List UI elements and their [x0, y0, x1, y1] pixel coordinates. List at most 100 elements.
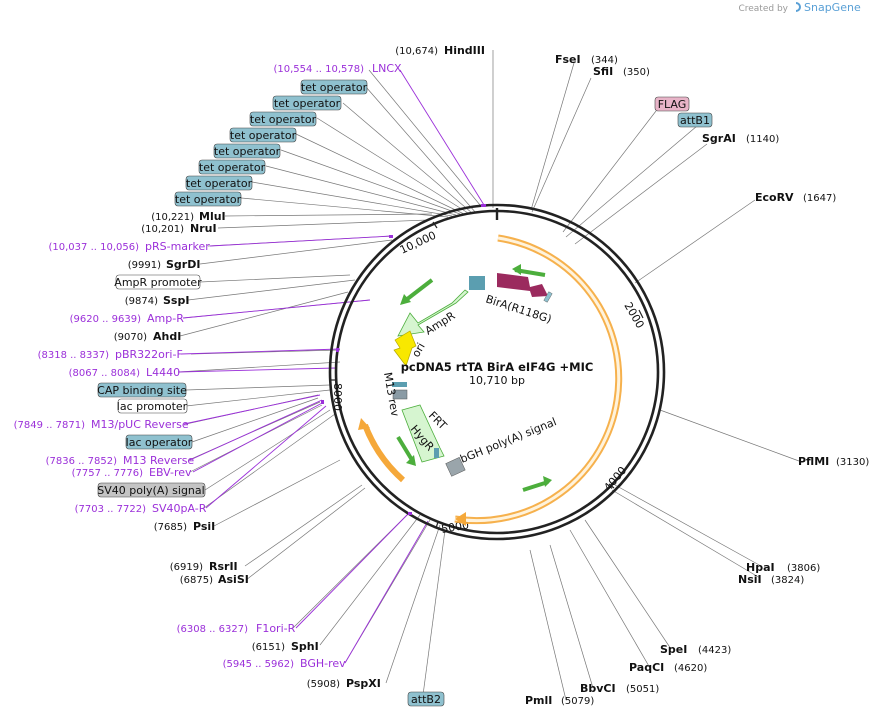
- frt-block: [434, 448, 439, 458]
- primer-pos: (7703 .. 7722): [75, 504, 147, 515]
- enzyme-pos: (6151): [252, 642, 285, 653]
- feature-box-label: tet operator: [175, 193, 242, 206]
- enzyme-sphi: SphI: [291, 640, 319, 653]
- enzyme-pos: (6919): [170, 562, 203, 573]
- green-arrow-bottom-head: [543, 476, 552, 487]
- enzyme-pos: (4423): [698, 645, 731, 656]
- feature-box: [213, 143, 281, 159]
- primer-amp-r: Amp-R: [147, 312, 184, 325]
- enzyme-pos: (1140): [746, 134, 779, 145]
- enzyme-pos: (5079): [561, 696, 594, 707]
- feature-box: [125, 434, 193, 450]
- feature-box-label: tet operator: [301, 81, 368, 94]
- ampr-label: AmpR: [423, 309, 458, 338]
- enzyme-pos: (6875): [180, 575, 213, 586]
- enzyme-ecorv: EcoRV: [755, 191, 794, 204]
- primer-pos: (5945 .. 5962): [223, 659, 295, 670]
- primer-mark: [408, 512, 412, 515]
- enzyme-pos: (9874): [125, 296, 158, 307]
- primer-pos: (8067 .. 8084): [69, 368, 141, 379]
- enzyme-pos: (3824): [771, 575, 804, 586]
- enzyme-sgrai: SgrAI: [702, 132, 736, 145]
- hygr-feature: [401, 404, 445, 463]
- enzyme-pos: (9070): [114, 332, 147, 343]
- primer-m13-reverse: M13 Reverse: [123, 454, 194, 467]
- primer-pos: (6308 .. 6327): [177, 624, 249, 635]
- feature-box: [117, 398, 188, 414]
- primer-pos: (7836 .. 7852): [46, 456, 118, 467]
- enzyme-pos: (350): [623, 67, 650, 78]
- primer-f1ori-r: F1ori-R: [256, 622, 296, 635]
- feature-box-label: CAP binding site: [97, 384, 187, 397]
- primer-sv40pa-r: SV40pA-R: [152, 502, 207, 515]
- feature-box: [115, 274, 201, 290]
- enzyme-hindiii: HindIII: [444, 44, 485, 57]
- green-arrow-left: [404, 278, 434, 302]
- orange-orf-arc-inner: [454, 236, 621, 523]
- primer-l4440: L4440: [146, 366, 180, 379]
- bira-label: BirA(R118G): [484, 292, 553, 326]
- green-arrow-top-head: [512, 264, 521, 275]
- small-feature-gray: [392, 389, 408, 400]
- enzyme-pos: (10,201): [141, 224, 184, 235]
- feature-box-label: SV40 poly(A) signal: [97, 484, 204, 497]
- enzyme-spei: SpeI: [660, 643, 687, 656]
- enzyme-bbvci: BbvCI: [580, 682, 616, 695]
- primer-pos: (8318 .. 8337): [38, 350, 110, 361]
- enzyme-sfii: SfiI: [593, 65, 613, 78]
- feature-box: [185, 175, 253, 191]
- primer-leader-lines: [177, 69, 485, 664]
- feature-box-label: AmpR promoter: [114, 276, 202, 289]
- enzyme-pos: (3806): [787, 563, 820, 574]
- primer-pbr322ori-f: pBR322ori-F: [115, 348, 183, 361]
- enzyme-paqci: PaqCI: [629, 661, 664, 674]
- bgh-polya-block: [445, 456, 466, 477]
- primer-lncx: LNCX: [372, 62, 402, 75]
- primer-mark: [481, 204, 486, 207]
- credit-text: Created by: [738, 4, 788, 14]
- enzyme-ahdi: AhdI: [153, 330, 181, 343]
- feature-box-label: tet operator: [230, 129, 297, 142]
- enzyme-pspxi: PspXI: [346, 677, 381, 690]
- feature-box-label: tet operator: [274, 97, 341, 110]
- enzyme-pos: (3130): [836, 457, 869, 468]
- feature-box: [300, 79, 368, 95]
- enzyme-pos: (7685): [154, 522, 187, 533]
- backbone: [328, 203, 666, 541]
- feature-box: [174, 191, 242, 207]
- feature-box-label: tet operator: [186, 177, 253, 190]
- feature-box: [654, 96, 690, 112]
- feature-box: [272, 95, 342, 111]
- enzyme-pos: (1647): [803, 193, 836, 204]
- feature-box: [198, 159, 266, 175]
- bira-feature: [497, 273, 548, 297]
- primer-pos: (7757 .. 7776): [72, 468, 144, 479]
- snapgene-logo-icon: [795, 2, 801, 12]
- enzyme-pos: (9991): [128, 260, 161, 271]
- feature-box-label: FLAG: [658, 98, 687, 111]
- primer-mark: [321, 400, 324, 404]
- tet-operator-boxes: tet operator tet operator tet operator t…: [174, 79, 368, 207]
- enzyme-sgrdi: SgrDI: [166, 258, 200, 271]
- enzyme-pos: (10,674): [395, 46, 438, 57]
- enzyme-pflmi: PflMI: [798, 455, 829, 468]
- feature-box: [97, 482, 206, 498]
- enzyme-pos: (4620): [674, 663, 707, 674]
- small-feature-blue: [392, 382, 407, 387]
- feature-box: [97, 382, 187, 398]
- primer-pos: (7849 .. 7871): [14, 420, 86, 431]
- enzyme-fsei: FseI: [555, 53, 581, 66]
- ori-feature: [393, 330, 417, 367]
- green-arrow-bottom: [522, 480, 549, 492]
- primer-m13-puc-reverse: M13/pUC Reverse: [91, 418, 189, 431]
- primer-mark: [336, 348, 339, 352]
- attb-block: [543, 291, 553, 303]
- feature-box-label: attB2: [411, 693, 441, 706]
- snapgene-credit: Created by SnapGene: [738, 1, 860, 14]
- feature-box: [249, 111, 317, 127]
- m13rev-label: M13 rev: [381, 371, 402, 418]
- enzyme-pmli: PmlI: [525, 694, 552, 707]
- primer-prs-marker: pRS-marker: [145, 240, 210, 253]
- plasmid-size: 10,710 bp: [469, 374, 525, 387]
- feature-box: [229, 127, 297, 143]
